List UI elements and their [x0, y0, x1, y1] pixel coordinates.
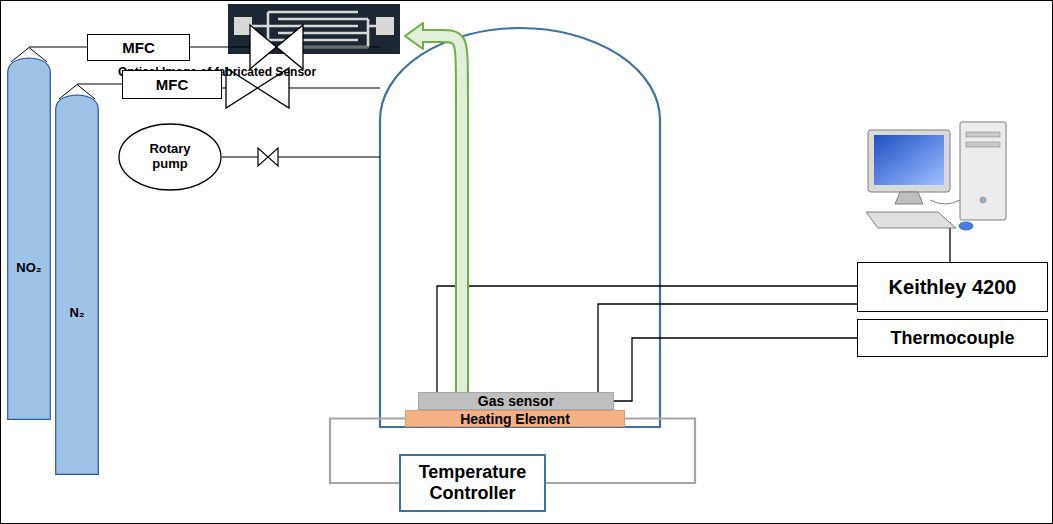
- signal-wire-path: [437, 286, 857, 392]
- electrode-comb: [252, 12, 358, 42]
- pump-label: Rotary pump: [141, 142, 199, 172]
- gas-line-path: [29, 46, 87, 47]
- pump-ellipse-outline: [119, 124, 221, 190]
- heater-label: Heating Element: [460, 412, 570, 426]
- gas-line-path: [77, 83, 122, 84]
- instrument-box: Thermocouple: [857, 319, 1048, 357]
- cylinder-outline: [55, 84, 99, 475]
- keyboard: [866, 212, 956, 228]
- contact-pad: [376, 17, 394, 35]
- mfc-box: MFC: [122, 70, 222, 99]
- bell-jar: [380, 28, 660, 427]
- computer-icon: [866, 122, 1006, 262]
- monitor-screen: [874, 135, 944, 185]
- pc-tower: [960, 122, 1006, 220]
- arrow-shaft-outline: [423, 36, 462, 392]
- cylinder-body: [56, 95, 99, 474]
- monitor-stand: [895, 192, 923, 204]
- box-label: Temperature Controller: [401, 462, 544, 503]
- heater-wire-path: [330, 419, 405, 484]
- gas-name: N₂: [55, 306, 99, 321]
- pump-ellipse: Rotary pump: [118, 123, 222, 191]
- gas-sensor: Gas sensor: [418, 392, 614, 410]
- drive-slot: [966, 132, 1000, 137]
- gas-line: [29, 47, 87, 48]
- heater-wire: [546, 419, 695, 484]
- gas-name: NO₂: [7, 261, 51, 276]
- gas-line: [77, 84, 122, 85]
- heater-wire: [330, 419, 405, 484]
- image-arrow: [405, 23, 462, 392]
- monitor-frame: [868, 130, 950, 192]
- arrow-shaft-fill: [419, 36, 462, 392]
- mfc-box: MFC: [87, 34, 190, 61]
- sensor-label: Gas sensor: [478, 394, 554, 408]
- box-label: Keithley 4200: [889, 276, 1017, 299]
- heater-wire-path: [546, 419, 695, 484]
- vacuum-pipe: [222, 156, 380, 157]
- gas-cylinder: NO₂: [7, 47, 51, 420]
- valve-symbol: [250, 25, 303, 69]
- valve-symbol: [258, 148, 278, 166]
- signal-wire: [437, 286, 857, 392]
- box-label: MFC: [122, 39, 155, 56]
- signal-wire: [598, 304, 857, 392]
- thermocouple-wire-path: [614, 338, 857, 401]
- cylinder-body: [8, 58, 51, 419]
- thermocouple-wire: [614, 338, 857, 401]
- contact-pad: [234, 17, 252, 35]
- box-label: MFC: [156, 76, 189, 93]
- signal-wire-path: [598, 304, 857, 392]
- instrument-box: Keithley 4200: [857, 262, 1048, 312]
- gas-cylinder: N₂: [55, 84, 99, 475]
- drive-slot: [966, 142, 1000, 147]
- mouse: [959, 222, 973, 230]
- box-label: Thermocouple: [890, 328, 1014, 349]
- cylinder-outline: [7, 47, 51, 420]
- power-button: [980, 197, 986, 203]
- controller-box: Temperature Controller: [399, 454, 546, 512]
- heating-element: Heating Element: [405, 410, 625, 427]
- monitor-cable: [930, 200, 960, 204]
